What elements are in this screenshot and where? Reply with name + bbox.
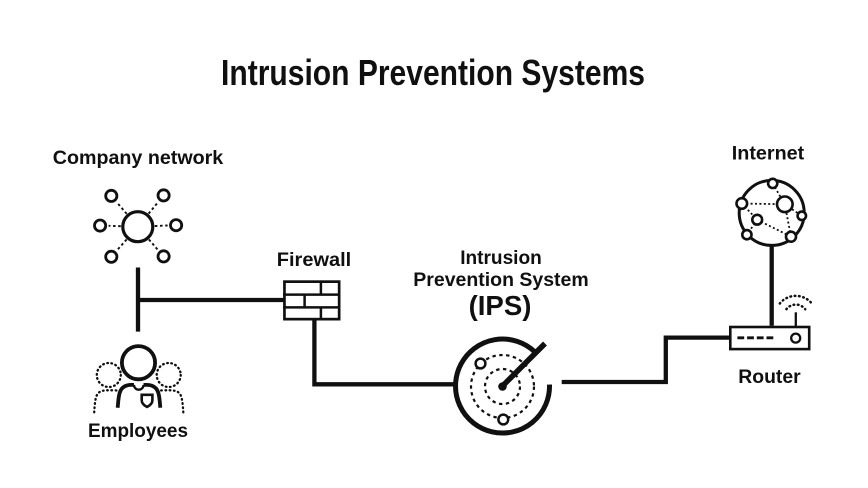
- svg-text:Internet: Internet: [732, 144, 805, 165]
- svg-text:(IPS): (IPS): [469, 290, 532, 321]
- svg-text:Employees: Employees: [88, 421, 188, 442]
- svg-text:Company network: Company network: [53, 148, 224, 169]
- svg-text:Firewall: Firewall: [277, 250, 351, 271]
- svg-text:Router: Router: [738, 367, 801, 388]
- svg-text:Intrusion Prevention Systems: Intrusion Prevention Systems: [221, 52, 645, 93]
- svg-text:Intrusion: Intrusion: [460, 248, 542, 269]
- svg-text:Prevention System: Prevention System: [413, 270, 588, 291]
